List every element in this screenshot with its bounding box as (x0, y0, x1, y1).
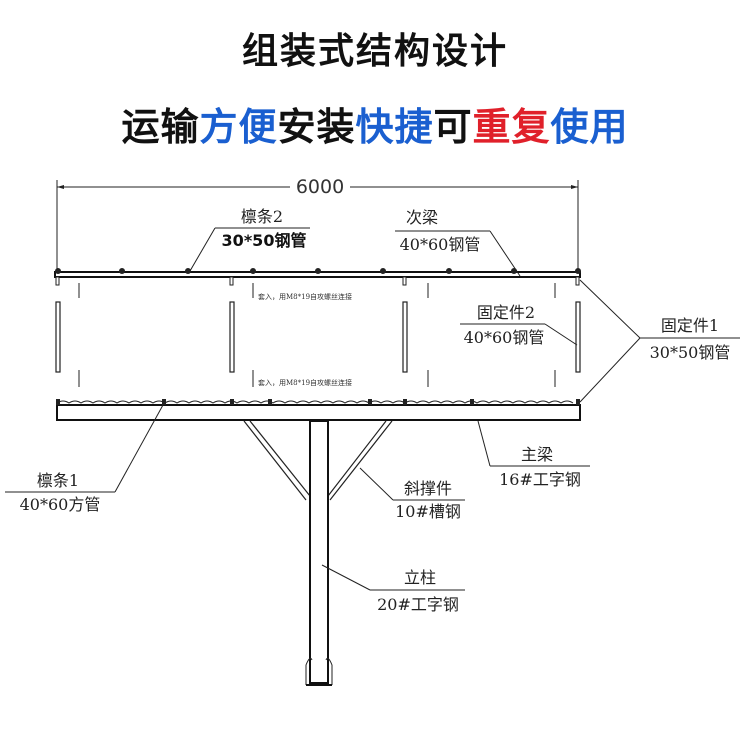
title-segment: 安装 (277, 105, 356, 149)
diagonal-braces (243, 420, 393, 501)
label-purlin2: 檩条2 30*50钢管 (189, 207, 310, 272)
label-spec: 30*50钢管 (222, 231, 307, 250)
label-spec: 40*60钢管 (464, 328, 545, 347)
fixture-uprights (55, 301, 581, 373)
label-name: 立柱 (404, 568, 436, 587)
label-name: 固定件2 (477, 303, 535, 322)
label-spec: 30*50钢管 (650, 343, 731, 362)
label-name: 次梁 (406, 208, 438, 227)
label-spec: 20#工字钢 (377, 595, 459, 614)
title-segment: 运输 (121, 105, 200, 149)
assembly-note-bottom: 套入，用M8*19自攻螺丝连接 (258, 378, 352, 387)
assembly-arrows (78, 283, 556, 387)
title-segment: 方便 (199, 105, 278, 149)
label-spec: 40*60钢管 (400, 235, 481, 254)
title-segment: 重复 (472, 105, 551, 149)
label-secondary-beam: 次梁 40*60钢管 (395, 208, 521, 277)
label-purlin1: 檩条1 40*60方管 (5, 404, 164, 514)
dimension-line: 6000 (56, 176, 579, 272)
column (305, 420, 333, 686)
label-spec: 16#工字钢 (499, 470, 581, 489)
label-brace: 斜撑件 10#槽钢 (359, 467, 465, 521)
dimension-value: 6000 (296, 176, 344, 198)
secondary-beam (54, 268, 581, 286)
assembly-note-top: 套入，用M8*19自攻螺丝连接 (258, 292, 352, 301)
title-segment: 快捷 (355, 105, 434, 149)
label-name: 檩条2 (241, 207, 283, 226)
title-line-1: 组装式结构设计 (241, 31, 508, 72)
label-name: 檩条1 (37, 471, 79, 490)
title-line-2: 运输方便安装快捷可重复使用 (0, 96, 750, 151)
label-spec: 10#槽钢 (395, 502, 461, 521)
label-name: 斜撑件 (404, 479, 452, 498)
label-spec: 40*60方管 (20, 495, 101, 514)
main-beam (56, 399, 581, 421)
label-fixture2: 固定件2 40*60钢管 (460, 303, 578, 347)
label-name: 主梁 (521, 445, 553, 464)
title-segment: 使用 (550, 105, 629, 149)
label-column: 立柱 20#工字钢 (321, 564, 465, 614)
title-segment: 可 (433, 105, 473, 149)
label-main-beam: 主梁 16#工字钢 (477, 420, 590, 489)
label-name: 固定件1 (661, 316, 719, 335)
label-fixture1: 固定件1 30*50钢管 (579, 279, 740, 403)
